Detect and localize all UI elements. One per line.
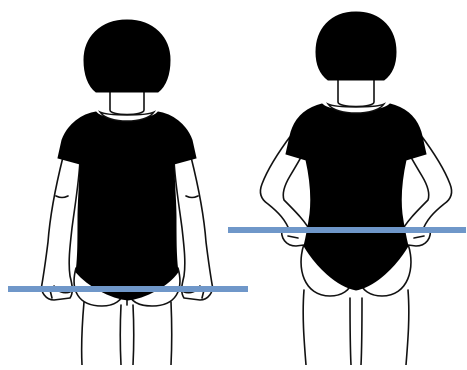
marker-line-right <box>228 227 466 233</box>
hair <box>84 20 170 92</box>
leotard <box>58 112 196 300</box>
neck <box>338 76 374 107</box>
legs <box>303 290 409 365</box>
legs <box>82 302 172 365</box>
figure-hands-on-hips <box>260 12 451 365</box>
marker-line-left <box>8 286 248 292</box>
figure-arms-down <box>42 20 213 365</box>
hair <box>316 12 396 80</box>
